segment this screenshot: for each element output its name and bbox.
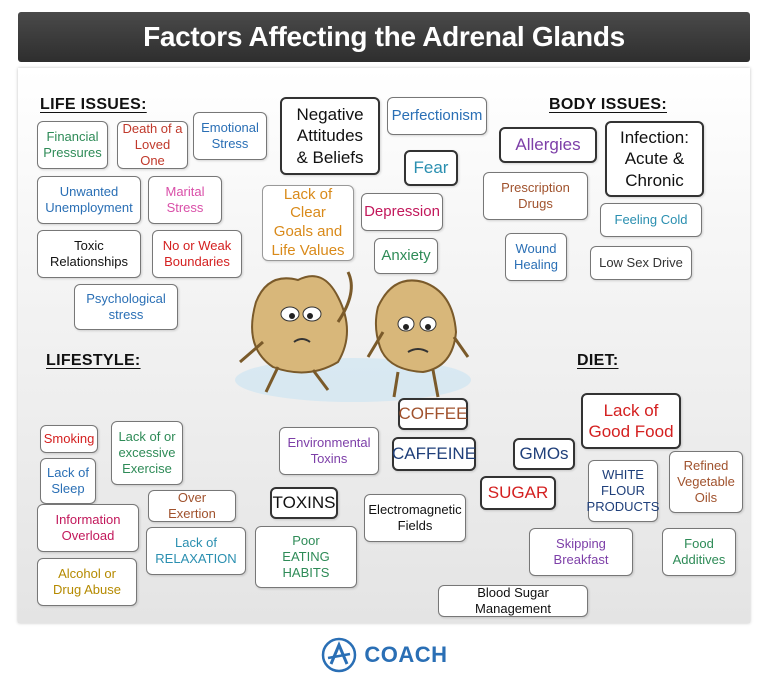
- section-body-issues: BODY ISSUES:: [549, 96, 667, 113]
- factor-death-of-loved-one: Death of a Loved One: [117, 121, 188, 169]
- factor-coffee: COFFEE: [398, 398, 468, 430]
- factor-prescription-drugs: Prescription Drugs: [483, 172, 588, 220]
- factor-feeling-cold: Feeling Cold: [600, 203, 702, 237]
- factor-smoking: Smoking: [40, 425, 98, 453]
- adrenal-glands-illustration: [235, 271, 471, 402]
- factor-low-sex-drive: Low Sex Drive: [590, 246, 692, 280]
- factor-skipping-breakfast: Skipping Breakfast: [529, 528, 633, 576]
- factor-sugar: SUGAR: [480, 476, 556, 510]
- factor-lack-of-clear-goals: Lack of Clear Goals and Life Values: [262, 185, 354, 261]
- factor-exercise: Lack of or excessive Exercise: [111, 421, 183, 485]
- factor-infection: Infection: Acute & Chronic: [605, 121, 704, 197]
- factor-alcohol-drug-abuse: Alcohol or Drug Abuse: [37, 558, 137, 606]
- a-logo-icon: [322, 637, 357, 673]
- factor-over-exertion: Over Exertion: [148, 490, 236, 522]
- factor-toxic-relationships: Toxic Relationships: [37, 230, 141, 278]
- factor-poor-eating-habits: Poor EATING HABITS: [255, 526, 357, 588]
- factor-gmos: GMOs: [513, 438, 575, 470]
- factor-unwanted-unemployment: Unwanted Unemployment: [37, 176, 141, 224]
- factor-fear: Fear: [404, 150, 458, 186]
- tired-gland-left: [239, 271, 353, 393]
- factor-food-additives: Food Additives: [662, 528, 736, 576]
- tired-gland-right: [366, 279, 470, 398]
- factor-perfectionism: Perfectionism: [387, 97, 487, 135]
- factor-financial-pressures: Financial Pressures: [37, 121, 108, 169]
- factor-blood-sugar-management: Blood Sugar Management: [438, 585, 588, 617]
- section-lifestyle: LIFESTYLE:: [46, 352, 141, 369]
- factor-allergies: Allergies: [499, 127, 597, 163]
- factor-anxiety: Anxiety: [374, 238, 438, 274]
- factor-electromagnetic-fields: Electromagnetic Fields: [364, 494, 466, 542]
- footer: COACH: [0, 624, 768, 686]
- factor-depression: Depression: [361, 193, 443, 231]
- brand-name: COACH: [364, 642, 448, 667]
- factor-caffeine: CAFFEINE: [392, 437, 476, 471]
- factor-toxins: TOXINS: [270, 487, 338, 519]
- factor-psychological-stress: Psychological stress: [74, 284, 178, 330]
- section-diet: DIET:: [577, 352, 619, 369]
- factor-white-flour-products: WHITE FLOUR PRODUCTS: [587, 460, 659, 522]
- factor-environmental-toxins: Environmental Toxins: [279, 427, 379, 475]
- factor-emotional-stress: Emotional Stress: [193, 112, 267, 160]
- factor-wound-healing: Wound Healing: [505, 233, 567, 281]
- factor-negative-attitudes: Negative Attitudes & Beliefs: [280, 97, 380, 175]
- page-title: Factors Affecting the Adrenal Glands: [18, 12, 750, 62]
- section-life-issues: LIFE ISSUES:: [40, 96, 147, 113]
- factor-marital-stress: Marital Stress: [148, 176, 222, 224]
- factor-lack-of-good-food: Lack of Good Food: [581, 393, 681, 449]
- factor-information-overload: Information Overload: [37, 504, 139, 552]
- factor-lack-of-relaxation: Lack of RELAXATION: [146, 527, 246, 575]
- factor-refined-vegetable-oils: Refined Vegetable Oils: [669, 451, 743, 513]
- factor-weak-boundaries: No or Weak Boundaries: [152, 230, 242, 278]
- factor-lack-of-sleep: Lack of Sleep: [40, 458, 96, 504]
